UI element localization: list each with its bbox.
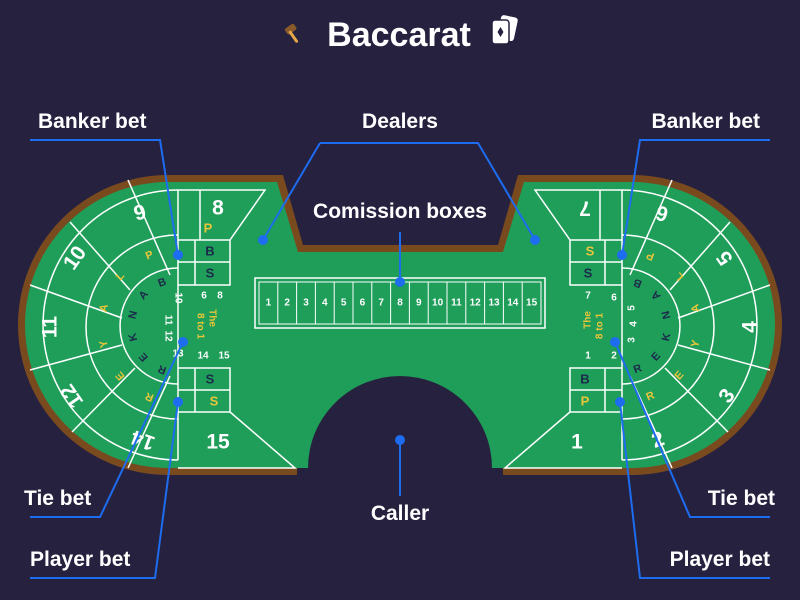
page-title: Baccarat bbox=[0, 14, 800, 56]
tie-box-number: 8 bbox=[217, 291, 223, 302]
left-seating-area bbox=[29, 179, 179, 469]
bet-word-letter: Y bbox=[689, 338, 703, 349]
tie-box-number: 4 bbox=[629, 321, 640, 327]
commission-box-number: 15 bbox=[526, 298, 538, 309]
tie-box-number: 5 bbox=[627, 305, 638, 311]
tie-box-number: 10 bbox=[173, 292, 184, 304]
title-text: Baccarat bbox=[327, 15, 471, 54]
tie-the-text: The bbox=[583, 311, 594, 329]
commission-box-number: 3 bbox=[303, 298, 309, 309]
commission-box-number: 1 bbox=[266, 298, 272, 309]
label-tie-bet-left: Tie bet bbox=[24, 487, 91, 510]
label-dealers: Dealers bbox=[362, 110, 438, 133]
label-player-bet-right: Player bet bbox=[670, 548, 770, 571]
bet-word-letter: B bbox=[632, 276, 644, 290]
commission-box-number: 14 bbox=[507, 298, 519, 309]
commission-box-number: 4 bbox=[322, 298, 328, 309]
bet-word-letter: A bbox=[689, 303, 703, 314]
commission-box-number: 6 bbox=[360, 298, 366, 309]
table bbox=[18, 175, 782, 475]
leader-dots bbox=[173, 235, 627, 445]
hammer-icon bbox=[282, 16, 308, 55]
bet-word-letter: N bbox=[127, 310, 141, 321]
tie-odds-text: 8 to 1 bbox=[195, 313, 206, 340]
bet-box-letter: P bbox=[204, 221, 213, 236]
tie-box-number: 12 bbox=[163, 330, 174, 342]
bet-word-letter: A bbox=[97, 303, 111, 314]
bet-box-letter: S bbox=[584, 266, 593, 281]
label-caller: Caller bbox=[371, 502, 429, 525]
bet-box-letter: S bbox=[210, 394, 219, 409]
tie-box-number: 6 bbox=[611, 293, 617, 304]
bet-box-letter: S bbox=[206, 266, 215, 281]
label-player-bet-left: Player bet bbox=[30, 548, 130, 571]
bet-word-letter: P bbox=[645, 249, 656, 263]
commission-box-number: 2 bbox=[284, 298, 290, 309]
bet-word-letter: R bbox=[156, 362, 168, 376]
bet-word-letter: P bbox=[144, 249, 155, 263]
tie-box-number: 14 bbox=[197, 351, 209, 362]
commission-box-number: 11 bbox=[451, 298, 462, 309]
bet-word-letter: B bbox=[156, 276, 168, 290]
commission-box-number: 13 bbox=[488, 298, 500, 309]
label-commission-boxes: Comission boxes bbox=[313, 200, 487, 223]
seat-number: 6 bbox=[653, 200, 670, 225]
tie-box-number: 11 bbox=[163, 315, 174, 326]
label-banker-bet-right: Banker bet bbox=[651, 110, 760, 133]
bet-word-letter: K bbox=[660, 332, 674, 343]
seat-number: 11 bbox=[39, 316, 62, 339]
commission-box-number: 10 bbox=[432, 298, 444, 309]
seat-number: 1 bbox=[571, 431, 583, 454]
tie-box-number: 3 bbox=[627, 337, 638, 343]
tie-box-number: 15 bbox=[218, 351, 230, 362]
seat-number: 15 bbox=[206, 431, 230, 454]
commission-box-number: 5 bbox=[341, 298, 347, 309]
seat-number: 9 bbox=[131, 200, 148, 225]
bet-word-letter: R bbox=[144, 389, 156, 403]
tie-box-number: 6 bbox=[201, 291, 207, 302]
commission-box-number: 12 bbox=[470, 298, 482, 309]
tie-box-number: 7 bbox=[585, 291, 591, 302]
seat-number: 4 bbox=[739, 321, 762, 333]
seat-number: 7 bbox=[579, 197, 591, 220]
leader-lines bbox=[30, 139, 770, 579]
bet-box-letter: S bbox=[586, 244, 595, 259]
bet-box-letter: S bbox=[206, 372, 215, 387]
commission-box-number: 9 bbox=[416, 298, 422, 309]
seat-number: 8 bbox=[212, 197, 224, 220]
table-felt bbox=[25, 182, 775, 468]
left-bet-boxes bbox=[178, 189, 298, 469]
tie-odds-text: 8 to 1 bbox=[595, 313, 606, 340]
bet-box-letter: P bbox=[581, 394, 590, 409]
commission-box-number: 8 bbox=[397, 298, 403, 309]
bet-word-letter: K bbox=[127, 332, 141, 343]
callout-labels: Banker bet Dealers Banker bet Comission … bbox=[24, 110, 775, 571]
commission-box-number: 7 bbox=[378, 298, 384, 309]
playing-card-icon bbox=[490, 14, 519, 56]
right-bet-boxes bbox=[502, 189, 622, 469]
label-banker-bet-left: Banker bet bbox=[38, 110, 147, 133]
bet-box-letter: B bbox=[580, 372, 589, 387]
tie-box-number: 1 bbox=[585, 351, 591, 362]
bet-box-letter: B bbox=[205, 244, 214, 259]
tie-the-text: The bbox=[207, 309, 218, 327]
bet-word-letter: R bbox=[632, 362, 644, 376]
tie-box-number: 2 bbox=[611, 351, 617, 362]
label-tie-bet-right: Tie bet bbox=[708, 487, 775, 510]
bet-word-letter: Y bbox=[97, 338, 111, 349]
bet-word-letter: N bbox=[660, 310, 674, 321]
bet-word-letter: R bbox=[645, 389, 657, 403]
